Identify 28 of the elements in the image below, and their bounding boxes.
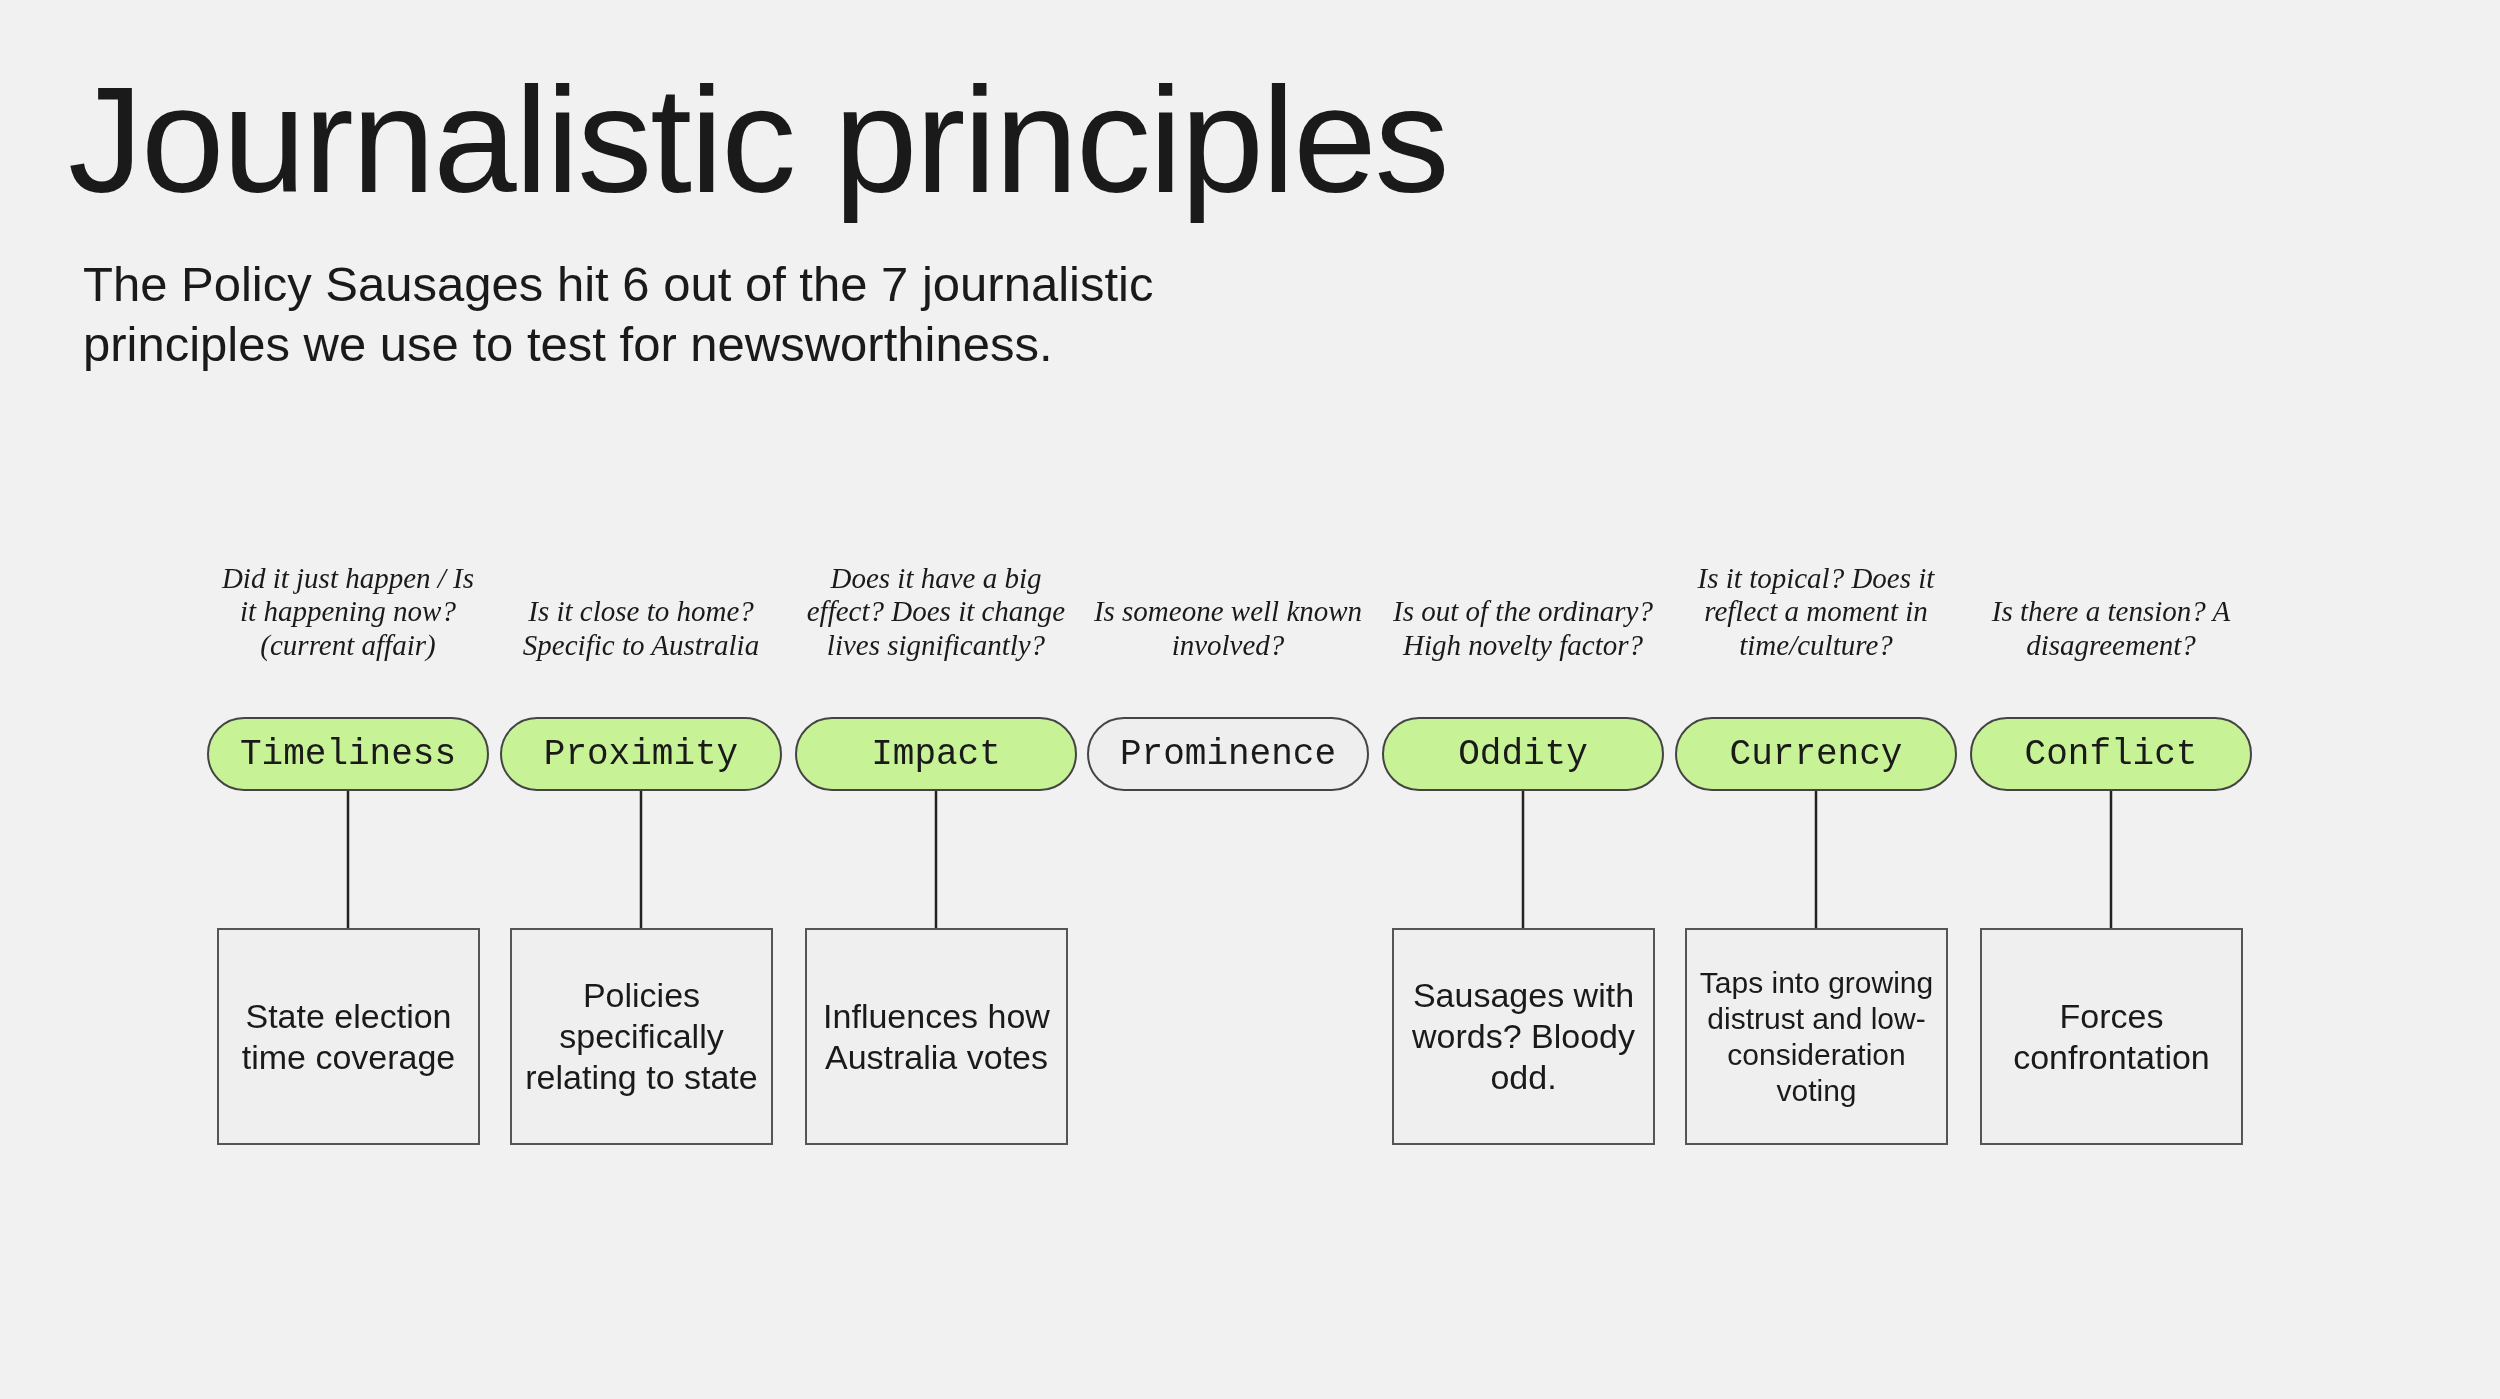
connector-line xyxy=(934,791,938,928)
principle-pill: Oddity xyxy=(1382,717,1664,791)
title: Journalistic principles xyxy=(68,58,1448,223)
example-box: Policies specifically relating to state xyxy=(510,928,773,1145)
connector-line xyxy=(1521,791,1525,928)
connector-line xyxy=(639,791,643,928)
principle-pill: Proximity xyxy=(500,717,782,791)
subtitle: The Policy Sausages hit 6 out of the 7 journalistic principles we use to test for newsworthiness. xyxy=(83,256,1155,373)
example-box: Taps into growing distrust and low-consideration voting xyxy=(1685,928,1948,1145)
question-text: Is it close to home? Specific to Australia xyxy=(521,595,761,662)
question-text: Is out of the ordinary? High novelty factor? xyxy=(1392,595,1654,662)
principle-pill: Conflict xyxy=(1970,717,2252,791)
question-text: Does it have a big effect? Does it change lives significantly? xyxy=(805,561,1067,662)
principle-pill: Prominence xyxy=(1087,717,1369,791)
example-box: Forces confrontation xyxy=(1980,928,2243,1145)
example-box: Sausages with words? Bloody odd. xyxy=(1392,928,1655,1145)
connector-line xyxy=(346,791,350,928)
question-text: Did it just happen / Is it happening now? (current affair) xyxy=(220,561,476,662)
principle-pill: Currency xyxy=(1675,717,1957,791)
example-box: State election time coverage xyxy=(217,928,480,1145)
question-text: Is there a tension? A disagreement? xyxy=(1990,595,2232,662)
principle-pill: Timeliness xyxy=(207,717,489,791)
question-text: Is it topical? Does it reflect a moment in time/culture? xyxy=(1696,561,1936,662)
example-box: Influences how Australia votes xyxy=(805,928,1068,1145)
principle-pill: Impact xyxy=(795,717,1077,791)
connector-line xyxy=(2109,791,2113,928)
question-text: Is someone well known involved? xyxy=(1093,595,1363,662)
connector-line xyxy=(1814,791,1818,928)
